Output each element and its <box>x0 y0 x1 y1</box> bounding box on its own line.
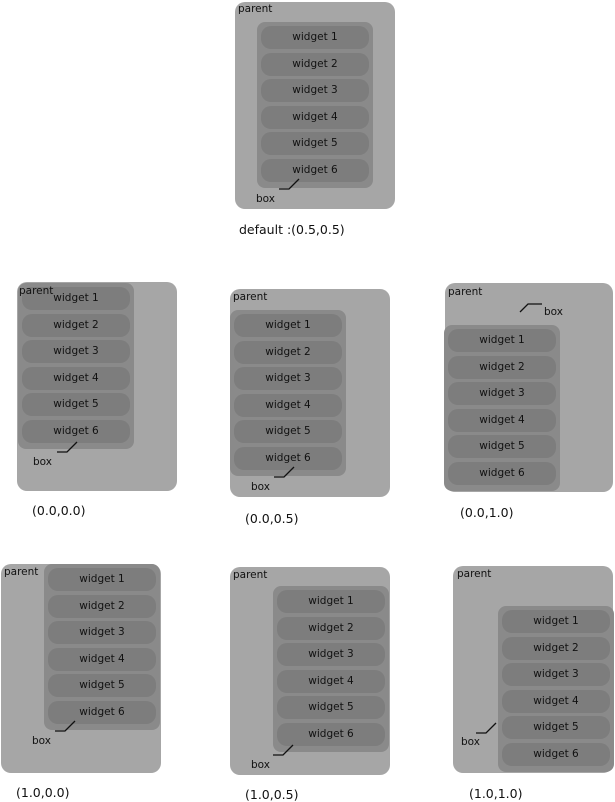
widget-6: widget 6 <box>502 742 610 766</box>
widget-3: widget 3 <box>277 643 385 666</box>
widget-6: widget 6 <box>48 700 156 724</box>
widget-4: widget 4 <box>448 408 556 432</box>
box-pointer-line <box>279 178 300 190</box>
box-rect: widget 1 widget 2 widget 3 widget 4 widget 5… <box>230 310 346 476</box>
box-pointer-line <box>57 441 78 453</box>
widget-5: widget 5 <box>502 716 610 739</box>
parent-label: parent <box>448 286 483 298</box>
parent-label: parent <box>19 285 54 297</box>
box-label: box <box>251 481 270 493</box>
widget-5: widget 5 <box>261 132 369 155</box>
box-rect: widget 1 widget 2 widget 3 widget 4 widget 5… <box>444 325 560 491</box>
box-label: box <box>544 306 563 318</box>
widget-2: widget 2 <box>448 355 556 379</box>
panel-caption: (0.0,0.5) <box>245 511 299 526</box>
widget-2: widget 2 <box>48 594 156 618</box>
widget-2: widget 2 <box>234 340 342 364</box>
widget-6: widget 6 <box>234 446 342 470</box>
box-pointer-line <box>476 722 497 734</box>
widget-4: widget 4 <box>22 366 130 390</box>
widget-1: widget 1 <box>234 314 342 337</box>
widget-1: widget 1 <box>448 329 556 352</box>
widget-5: widget 5 <box>48 674 156 697</box>
box-rect: widget 1 widget 2 widget 3 widget 4 widget 5… <box>273 586 389 752</box>
box-label: box <box>251 759 270 771</box>
widget-2: widget 2 <box>261 52 369 76</box>
widget-1: widget 1 <box>502 610 610 633</box>
widget-1: widget 1 <box>277 590 385 613</box>
box-label: box <box>256 193 275 205</box>
widget-4: widget 4 <box>261 105 369 129</box>
widget-2: widget 2 <box>22 313 130 337</box>
box-label: box <box>32 735 51 747</box>
widget-2: widget 2 <box>502 636 610 660</box>
widget-3: widget 3 <box>448 382 556 405</box>
widget-1: widget 1 <box>22 287 130 310</box>
widget-4: widget 4 <box>502 689 610 713</box>
widget-3: widget 3 <box>48 621 156 644</box>
widget-4: widget 4 <box>277 669 385 693</box>
widget-5: widget 5 <box>234 420 342 443</box>
widget-6: widget 6 <box>261 158 369 182</box>
panel-caption: default :(0.5,0.5) <box>239 222 345 237</box>
widget-6: widget 6 <box>277 722 385 746</box>
box-pointer-line <box>273 744 294 756</box>
box-rect: widget 1 widget 2 widget 3 widget 4 widget 5… <box>498 606 614 772</box>
panel-caption: (1.0,0.5) <box>245 787 299 802</box>
box-pointer-line <box>519 303 542 313</box>
panel-caption: (0.0,0.0) <box>32 503 86 518</box>
widget-3: widget 3 <box>502 663 610 686</box>
widget-5: widget 5 <box>448 435 556 458</box>
parent-label: parent <box>457 568 492 580</box>
box-pointer-line <box>55 720 76 732</box>
widget-1: widget 1 <box>48 568 156 591</box>
widget-1: widget 1 <box>261 26 369 49</box>
widget-6: widget 6 <box>22 419 130 443</box>
box-pointer-line <box>274 466 295 478</box>
widget-3: widget 3 <box>261 79 369 102</box>
parent-label: parent <box>233 569 268 581</box>
widget-4: widget 4 <box>48 647 156 671</box>
widget-6: widget 6 <box>448 461 556 485</box>
panel-caption: (1.0,1.0) <box>469 786 523 801</box>
widget-3: widget 3 <box>234 367 342 390</box>
box-rect: widget 1 widget 2 widget 3 widget 4 widget 5… <box>44 564 160 730</box>
widget-5: widget 5 <box>277 696 385 719</box>
box-label: box <box>461 736 480 748</box>
panel-caption: (1.0,0.0) <box>16 785 70 800</box>
parent-label: parent <box>233 291 268 303</box>
parent-label: parent <box>4 566 39 578</box>
widget-2: widget 2 <box>277 616 385 640</box>
box-rect: widget 1 widget 2 widget 3 widget 4 widget 5… <box>18 283 134 449</box>
widget-3: widget 3 <box>22 340 130 363</box>
box-rect: widget 1 widget 2 widget 3 widget 4 widget 5… <box>257 22 373 188</box>
parent-label: parent <box>238 3 273 15</box>
widget-4: widget 4 <box>234 393 342 417</box>
widget-5: widget 5 <box>22 393 130 416</box>
box-label: box <box>33 456 52 468</box>
panel-caption: (0.0,1.0) <box>460 505 514 520</box>
